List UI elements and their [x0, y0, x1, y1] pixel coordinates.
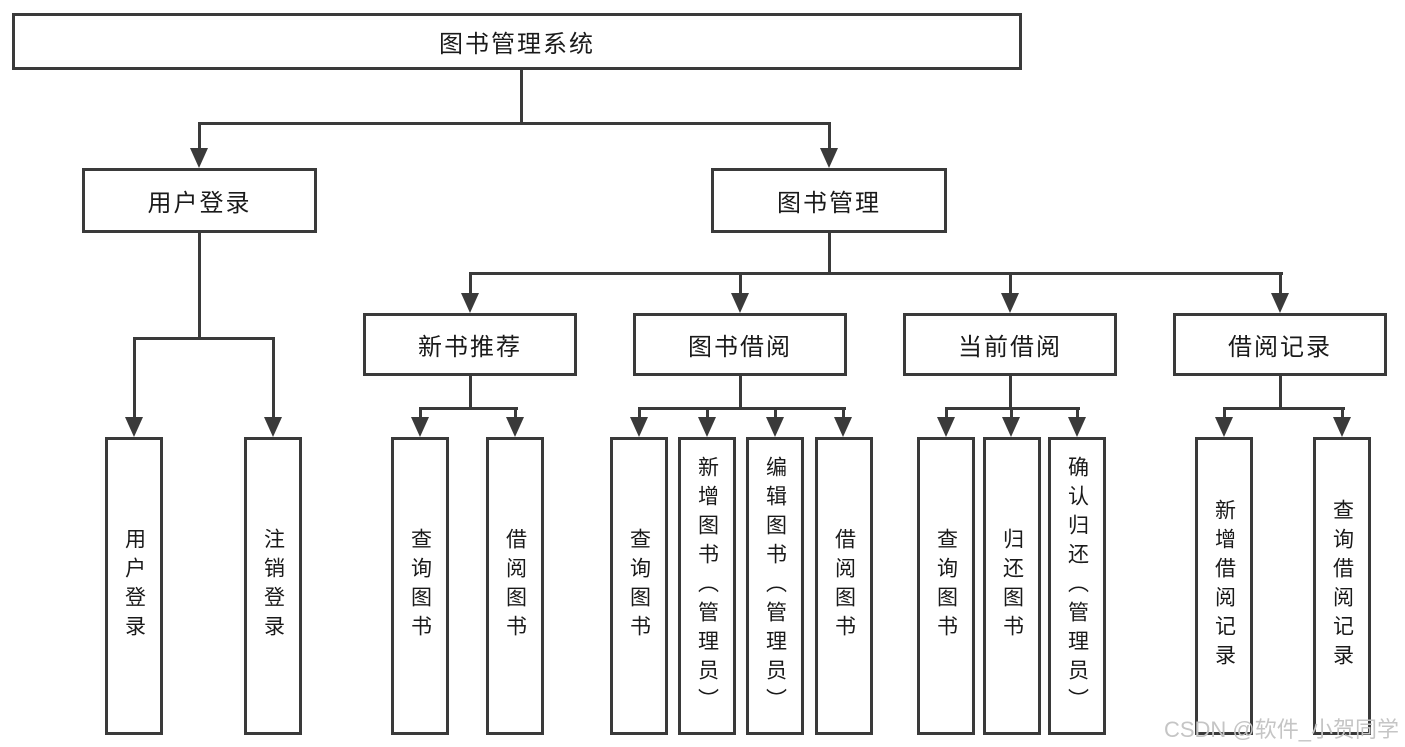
connector-stem: [1076, 407, 1079, 419]
connector-root-hline: [198, 122, 831, 125]
arrow-down-icon: [1333, 417, 1351, 437]
connector-bookmgmt-hline: [469, 272, 1283, 275]
leaf-borrow-books: 借阅图书: [815, 437, 873, 735]
arrow-down-icon: [1068, 417, 1086, 437]
connector-stem: [774, 407, 777, 419]
csdn-watermark: CSDN @软件_小贺同学: [1163, 717, 1399, 742]
connector-stem: [638, 407, 641, 419]
connector-stem: [739, 272, 742, 295]
arrow-down-icon: [834, 417, 852, 437]
leaf-logout: 注销登录: [244, 437, 302, 735]
connector-stub: [739, 376, 742, 410]
arrow-down-icon: [630, 417, 648, 437]
node-library-management-system: 图书管理系统: [12, 13, 1022, 70]
connector-bookmgmt-stub: [828, 233, 831, 275]
connector-stub: [469, 376, 472, 410]
arrow-down-icon: [937, 417, 955, 437]
connector-stem: [945, 407, 948, 419]
node-book-management: 图书管理: [711, 168, 947, 233]
leaf-query-books-recommend: 查询图书: [391, 437, 449, 735]
leaf-confirm-return-admin: 确认归还（管理员）: [1048, 437, 1106, 735]
connector-stem: [1010, 407, 1013, 419]
arrow-down-icon: [461, 293, 479, 313]
connector-stem: [1341, 407, 1344, 419]
leaf-return-books: 归还图书: [983, 437, 1041, 735]
connector-hline: [419, 407, 518, 410]
leaf-query-books-borrowing: 查询图书: [610, 437, 668, 735]
connector-stem: [1009, 272, 1012, 295]
connector-stem: [1223, 407, 1226, 419]
leaf-query-borrow-record: 查询借阅记录: [1313, 437, 1371, 735]
arrow-down-icon: [766, 417, 784, 437]
connector-stem: [198, 122, 201, 150]
leaf-add-borrow-record: 新增借阅记录: [1195, 437, 1253, 735]
node-book-borrowing: 图书借阅: [633, 313, 847, 376]
arrow-down-icon: [820, 148, 838, 168]
connector-userlogin-stub: [198, 233, 201, 340]
connector-stem: [828, 122, 831, 150]
arrow-down-icon: [190, 148, 208, 168]
connector-stem: [1279, 272, 1282, 295]
connector-stem: [419, 407, 422, 419]
leaf-user-login: 用户登录: [105, 437, 163, 735]
arrow-down-icon: [698, 417, 716, 437]
leaf-borrow-books-recommend: 借阅图书: [486, 437, 544, 735]
connector-userlogin-hline: [133, 337, 275, 340]
arrow-down-icon: [411, 417, 429, 437]
node-borrowing-records: 借阅记录: [1173, 313, 1387, 376]
connector-stem: [706, 407, 709, 419]
leaf-add-books-admin: 新增图书（管理员）: [678, 437, 736, 735]
connector-stub: [1279, 376, 1282, 410]
connector-hline: [1223, 407, 1345, 410]
connector-stem: [514, 407, 517, 419]
arrow-down-icon: [1215, 417, 1233, 437]
arrow-down-icon: [125, 417, 143, 437]
arrow-down-icon: [1271, 293, 1289, 313]
connector-stem: [272, 337, 275, 417]
node-new-book-recommendation: 新书推荐: [363, 313, 577, 376]
leaf-query-books-current: 查询图书: [917, 437, 975, 735]
arrow-down-icon: [731, 293, 749, 313]
arrow-down-icon: [1002, 417, 1020, 437]
arrow-down-icon: [1001, 293, 1019, 313]
arrow-down-icon: [506, 417, 524, 437]
connector-stem: [133, 337, 136, 417]
node-current-borrowing: 当前借阅: [903, 313, 1117, 376]
connector-stem: [469, 272, 472, 295]
arrow-down-icon: [264, 417, 282, 437]
node-user-login-branch: 用户登录: [82, 168, 317, 233]
connector-stem: [842, 407, 845, 419]
connector-hline: [638, 407, 846, 410]
connector-root-stub: [520, 70, 523, 125]
leaf-edit-books-admin: 编辑图书（管理员）: [746, 437, 804, 735]
connector-stub: [1009, 376, 1012, 410]
